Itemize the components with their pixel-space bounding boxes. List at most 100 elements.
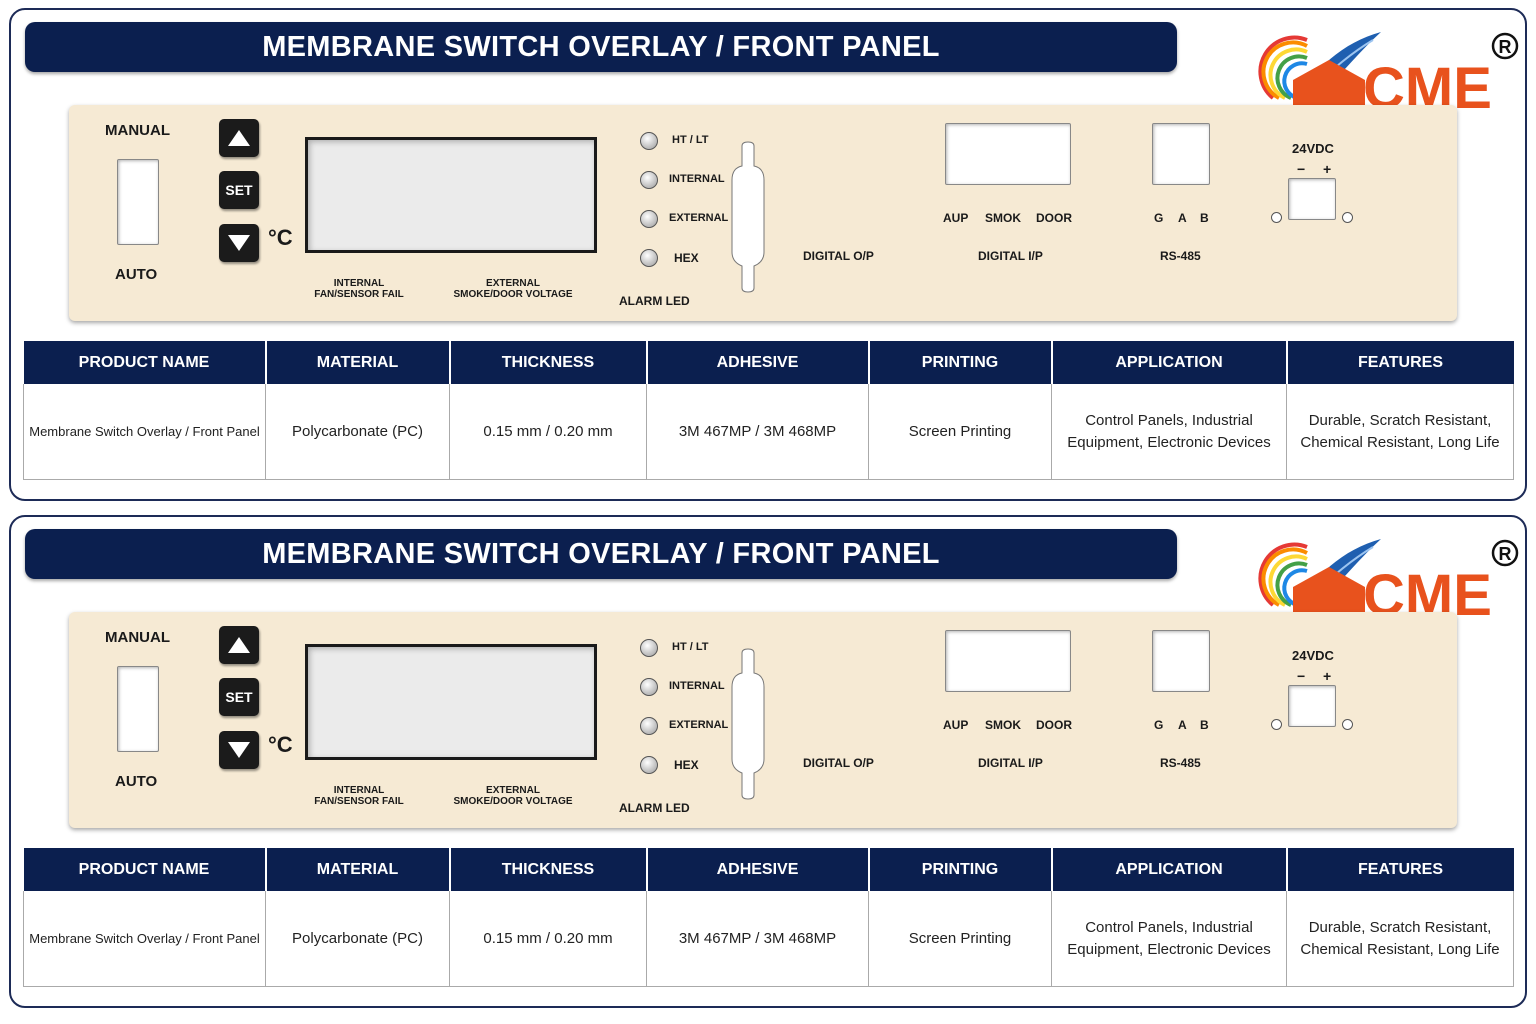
led-internal	[640, 171, 658, 189]
table-cell: 0.15 mm / 0.20 mm	[449, 384, 647, 480]
table-cell: Polycarbonate (PC)	[265, 384, 450, 480]
led-label: HEX	[674, 758, 699, 772]
minus-label: −	[1297, 161, 1306, 177]
db9-cutout-icon	[731, 141, 765, 293]
digital-ip-label: DIGITAL I/P	[978, 249, 1043, 263]
column-header: APPLICATION	[1051, 848, 1288, 891]
led-external	[640, 210, 658, 228]
table-cell: Durable, Scratch Resistant, Chemical Res…	[1286, 891, 1514, 987]
unit-label: °C	[268, 732, 293, 757]
led-hex	[640, 249, 658, 267]
down-button[interactable]	[219, 224, 259, 262]
led-label: INTERNAL	[669, 173, 725, 185]
power-connector-window	[1288, 178, 1336, 220]
table-cell: Membrane Switch Overlay / Front Panel	[23, 891, 266, 987]
set-button[interactable]: SET	[219, 678, 259, 716]
registered-mark: R	[1499, 544, 1512, 564]
page-title: MEMBRANE SWITCH OVERLAY / FRONT PANEL	[262, 537, 940, 570]
pin-label: B	[1200, 718, 1209, 732]
up-triangle-icon	[228, 637, 250, 653]
pin-label: SMOK	[985, 718, 1021, 732]
pin-label: B	[1200, 211, 1209, 225]
table-cell: 3M 467MP / 3M 468MP	[646, 384, 869, 480]
column-header: MATERIAL	[265, 341, 451, 384]
power-label: 24VDC	[1292, 141, 1334, 156]
table-cell: Screen Printing	[868, 384, 1052, 480]
rainbow-icon	[1258, 542, 1308, 607]
pin-label: DOOR	[1036, 718, 1072, 732]
column-header: ADHESIVE	[646, 341, 870, 384]
brand-logo: CME R	[1258, 32, 1519, 110]
table-cell: Polycarbonate (PC)	[265, 891, 450, 987]
table-header-row: PRODUCT NAME MATERIAL THICKNESS ADHESIVE…	[23, 848, 1514, 891]
pin-label: A	[1178, 718, 1187, 732]
column-header: PRODUCT NAME	[23, 341, 267, 384]
led-label: EXTERNAL	[669, 719, 729, 731]
page-title: MEMBRANE SWITCH OVERLAY / FRONT PANEL	[262, 30, 940, 63]
up-button[interactable]	[219, 626, 259, 664]
led-ht-lt	[640, 132, 658, 150]
column-header: THICKNESS	[449, 848, 648, 891]
specs-table: PRODUCT NAME MATERIAL THICKNESS ADHESIVE…	[23, 848, 1514, 987]
led-label: INTERNAL	[669, 680, 725, 692]
column-header: FEATURES	[1286, 341, 1514, 384]
table-header-row: PRODUCT NAME MATERIAL THICKNESS ADHESIVE…	[23, 341, 1514, 384]
title-banner: MEMBRANE SWITCH OVERLAY / FRONT PANEL	[25, 529, 1177, 579]
led-external	[640, 717, 658, 735]
title-banner: MEMBRANE SWITCH OVERLAY / FRONT PANEL	[25, 22, 1177, 72]
digital-op-label: DIGITAL O/P	[803, 249, 874, 263]
db9-cutout-icon	[731, 648, 765, 800]
column-header: PRODUCT NAME	[23, 848, 267, 891]
table-cell: Control Panels, Industrial Equipment, El…	[1051, 384, 1287, 480]
rs485-label: RS-485	[1160, 756, 1201, 770]
led-label: HT / LT	[672, 641, 709, 653]
down-button[interactable]	[219, 731, 259, 769]
up-triangle-icon	[228, 130, 250, 146]
column-header: THICKNESS	[449, 341, 648, 384]
column-header: PRINTING	[868, 341, 1053, 384]
pin-label: G	[1154, 211, 1164, 225]
table-cell: Control Panels, Industrial Equipment, El…	[1051, 891, 1287, 987]
rainbow-icon	[1258, 35, 1308, 100]
alarm-led-label: ALARM LED	[619, 294, 690, 308]
plus-label: +	[1323, 668, 1332, 684]
house-c-icon	[1293, 567, 1365, 615]
rs485-label: RS-485	[1160, 249, 1201, 263]
power-label: 24VDC	[1292, 648, 1334, 663]
pin-label: DOOR	[1036, 211, 1072, 225]
table-cell: 3M 467MP / 3M 468MP	[646, 891, 869, 987]
manual-label: MANUAL	[105, 629, 170, 646]
led-ht-lt	[640, 639, 658, 657]
pin-label: A	[1178, 211, 1187, 225]
mounting-hole	[1342, 719, 1353, 730]
table-cell: Screen Printing	[868, 891, 1052, 987]
mode-switch-window[interactable]	[117, 159, 159, 245]
up-button[interactable]	[219, 119, 259, 157]
logo-text: CME	[1363, 56, 1492, 110]
led-label: EXTERNAL	[669, 212, 729, 224]
column-header: MATERIAL	[265, 848, 451, 891]
digital-op-label: DIGITAL O/P	[803, 756, 874, 770]
column-header: PRINTING	[868, 848, 1053, 891]
pin-label: SMOK	[985, 211, 1021, 225]
lcd-display-window	[305, 644, 597, 760]
manual-label: MANUAL	[105, 122, 170, 139]
house-c-icon	[1293, 60, 1365, 108]
table-row: Membrane Switch Overlay / Front Panel Po…	[23, 384, 1514, 480]
product-card: MEMBRANE SWITCH OVERLAY / FRONT PANEL CM…	[9, 515, 1527, 1008]
minus-label: −	[1297, 668, 1306, 684]
table-cell: 0.15 mm / 0.20 mm	[449, 891, 647, 987]
auto-label: AUTO	[115, 773, 158, 790]
mode-switch-window[interactable]	[117, 666, 159, 752]
brand-logo: CME R	[1258, 539, 1519, 617]
digital-ip-connector-window	[945, 630, 1071, 692]
column-header: APPLICATION	[1051, 341, 1288, 384]
down-triangle-icon	[228, 235, 250, 251]
product-card: MEMBRANE SWITCH OVERLAY / FRONT PANEL CM…	[9, 8, 1527, 501]
set-button[interactable]: SET	[219, 171, 259, 209]
lcd-display-window	[305, 137, 597, 253]
